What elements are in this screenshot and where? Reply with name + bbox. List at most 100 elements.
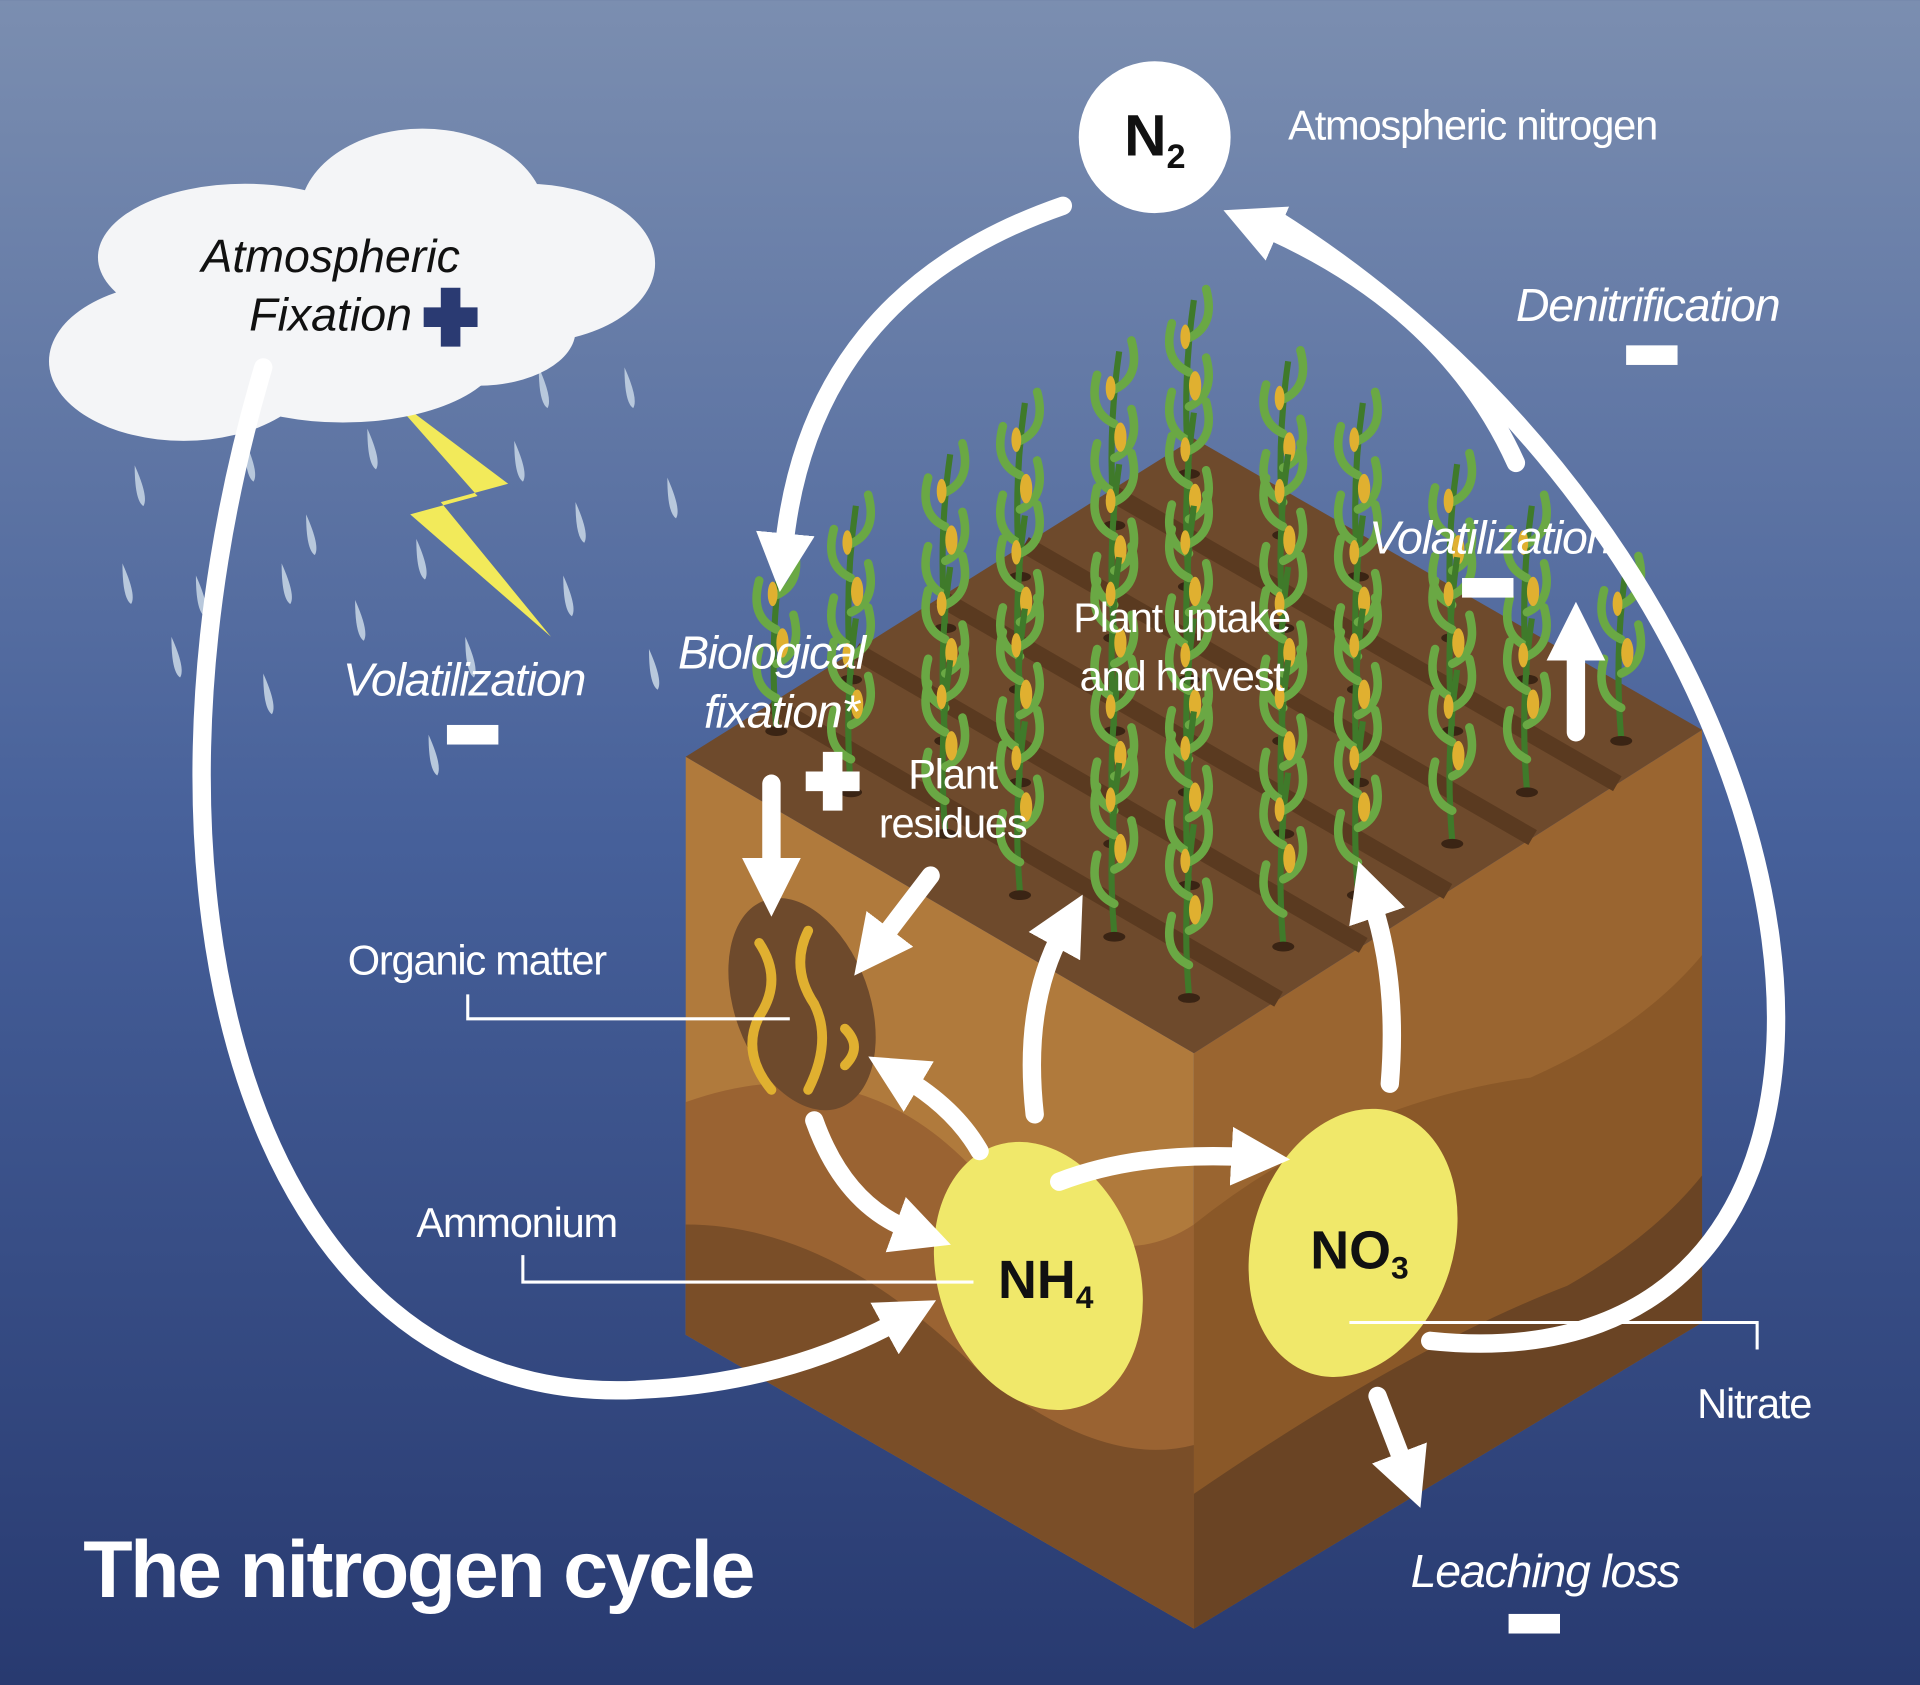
leaf <box>1090 483 1119 541</box>
leaf <box>1164 730 1194 789</box>
stem <box>1108 762 1123 935</box>
leaf <box>1259 585 1288 644</box>
leaf <box>1278 757 1308 815</box>
leaf <box>1353 387 1382 446</box>
nitrate-leader <box>1349 1320 1759 1350</box>
corn-cob <box>1357 792 1371 822</box>
leaf <box>941 551 970 610</box>
leaf <box>1015 705 1045 764</box>
corn-plant <box>1090 747 1139 942</box>
plant-residues-line1: Plant <box>908 751 998 798</box>
leaf <box>1259 380 1288 438</box>
leaf <box>1110 404 1139 463</box>
corn-cob <box>1349 540 1360 565</box>
corn-cob <box>1357 679 1371 710</box>
raindrop <box>367 428 378 470</box>
rain <box>122 367 678 776</box>
stem <box>1183 823 1197 996</box>
ammonium-leader <box>521 1255 974 1284</box>
corn-cob <box>1180 735 1191 761</box>
leaf <box>1333 627 1363 686</box>
corn-plant <box>995 705 1045 901</box>
stem <box>1014 720 1028 893</box>
leaf <box>1110 610 1139 669</box>
raindrop <box>563 575 574 617</box>
leaf <box>921 679 950 737</box>
leaf <box>995 627 1025 686</box>
leaf <box>1522 671 1551 730</box>
volatilization-right-label: Volatilization <box>1369 512 1611 564</box>
corn-cob <box>1105 375 1116 401</box>
leaf <box>1110 541 1139 600</box>
corn-cob <box>1180 324 1191 350</box>
leaf <box>826 524 856 583</box>
raindrop <box>514 440 525 482</box>
leaf <box>1278 825 1308 884</box>
plus-icon <box>805 751 860 811</box>
raindrop <box>171 636 182 678</box>
leaf <box>1015 387 1045 446</box>
leaf <box>1259 473 1288 531</box>
biological-fixation-line1: Biological <box>678 627 868 679</box>
corn-plant <box>1164 808 1214 1003</box>
corn-cob <box>1349 633 1360 658</box>
fixation-arrow <box>756 196 1073 593</box>
corn-cob <box>1526 689 1540 719</box>
leaf <box>1522 490 1551 549</box>
leaf <box>1184 764 1214 823</box>
raindrop <box>306 514 317 556</box>
leaf <box>1184 877 1214 935</box>
corn-cob <box>1011 540 1022 565</box>
corn-cob <box>1114 833 1127 864</box>
leaf <box>1447 541 1477 600</box>
leaf <box>772 610 801 669</box>
corn-plant <box>1259 644 1308 839</box>
ammonium-uptake-arrow <box>1022 894 1083 1124</box>
leaf <box>1184 603 1214 661</box>
n2-formula: N2 <box>1124 104 1186 176</box>
stem <box>1277 772 1292 945</box>
leaf <box>1164 911 1194 970</box>
organic-matter-label: Organic matter <box>348 937 607 984</box>
nh4-formula: NH4 <box>998 1250 1094 1315</box>
corn-cob <box>1274 591 1285 616</box>
ammonium-label: Ammonium <box>416 1199 617 1246</box>
stem <box>939 659 954 832</box>
ammonium-pool <box>933 1141 1143 1411</box>
leaf <box>1447 723 1477 781</box>
corn-cob <box>1518 530 1529 555</box>
plant-hole <box>1515 787 1538 798</box>
corn-cob <box>776 628 789 658</box>
corn-cob <box>1274 385 1285 411</box>
furrow <box>766 696 1283 1007</box>
corn-cob <box>1105 694 1116 719</box>
organic-matter-leader <box>466 994 790 1021</box>
raindrop <box>538 367 550 409</box>
leaf <box>1616 620 1646 678</box>
corn-cob <box>842 530 853 555</box>
leaf <box>846 559 876 617</box>
corn-cob <box>1188 895 1202 925</box>
leaf <box>846 671 876 730</box>
leaf <box>1164 319 1194 377</box>
corn-plant <box>1090 336 1139 531</box>
raindrop <box>355 600 366 641</box>
corn-cob <box>1349 427 1360 452</box>
corn-cob <box>1443 581 1454 607</box>
leaf <box>1164 524 1194 583</box>
leaf <box>1278 345 1308 404</box>
leaf <box>1184 353 1214 411</box>
nitrate-uptake-arrow <box>1349 861 1405 1093</box>
corn-cob <box>1105 787 1116 812</box>
corn-cob <box>1612 591 1623 616</box>
plant-hole <box>1610 735 1633 746</box>
stem <box>845 617 859 791</box>
leaf <box>995 534 1025 593</box>
leaf <box>1110 816 1139 874</box>
corn-cob <box>1526 576 1540 607</box>
leaf <box>1447 654 1477 713</box>
leaf <box>1110 336 1139 394</box>
plant-uptake-line1: Plant uptake <box>1073 594 1290 641</box>
plant-hole <box>1008 890 1032 901</box>
